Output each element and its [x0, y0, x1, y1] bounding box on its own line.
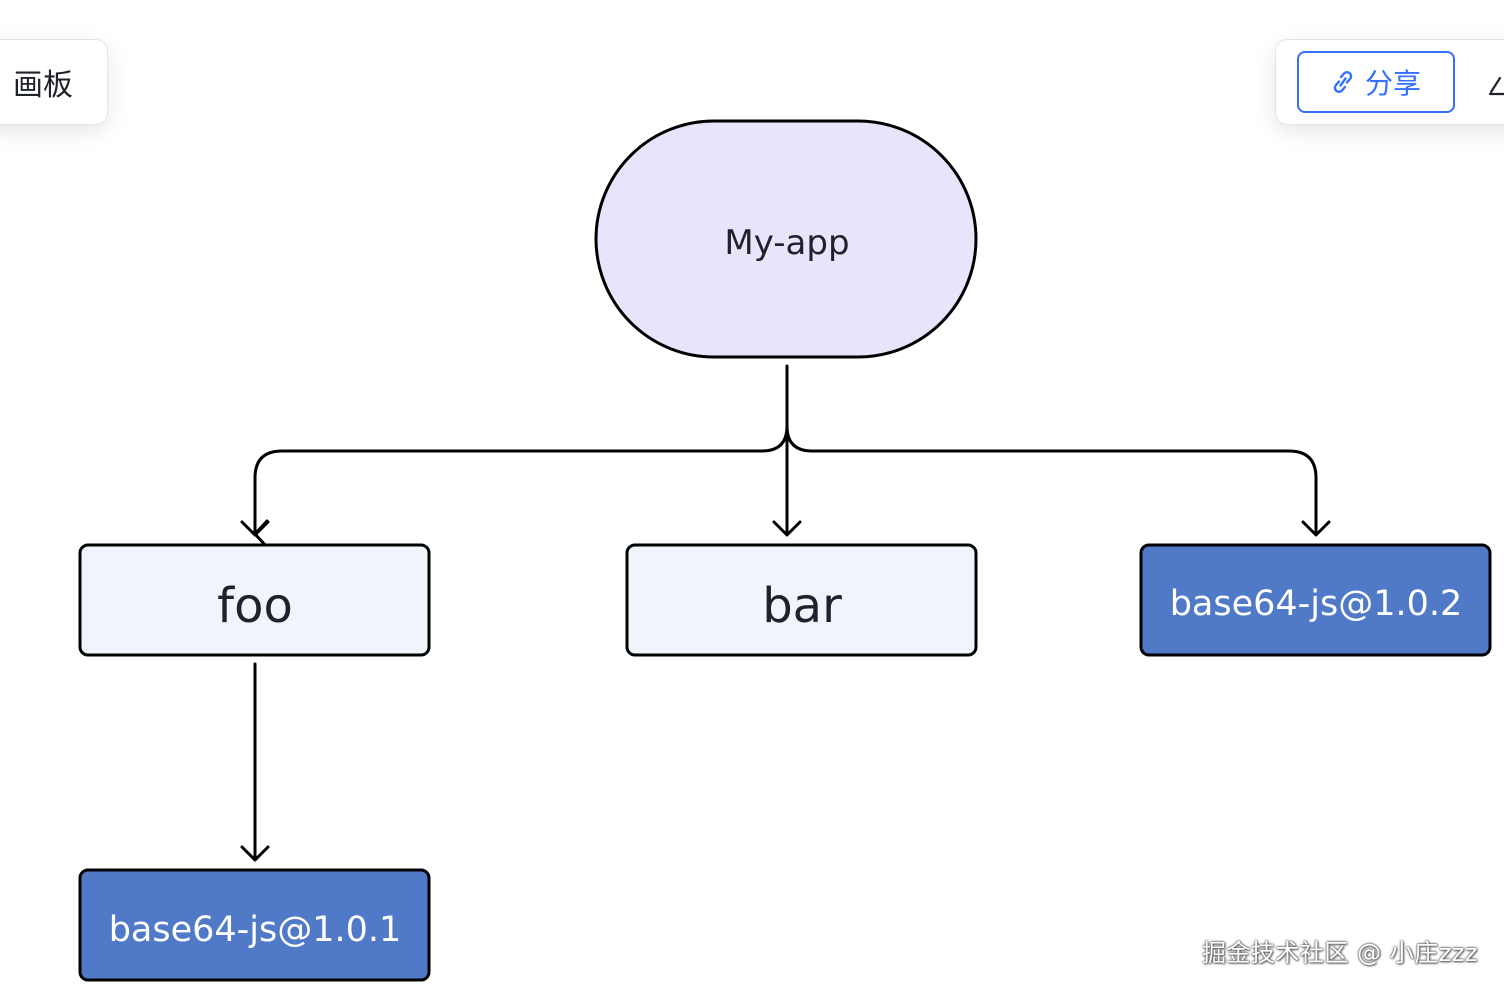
node-base64-js-101[interactable]: base64-js@1.0.1 [78, 868, 431, 982]
connector-lines [240, 364, 1331, 862]
board-title: 画板 [13, 68, 73, 103]
share-button[interactable]: 分享 [1297, 51, 1455, 113]
board-title-panel: 画板 [0, 39, 108, 125]
edge-root-foo [253, 424, 789, 549]
node-root-label: My-app [724, 223, 849, 263]
node-base64-js-102-label: base64-js@1.0.2 [1170, 584, 1463, 624]
node-root[interactable]: My-app [594, 119, 978, 359]
share-label: 分享 [1364, 67, 1421, 100]
node-bar[interactable]: bar [625, 543, 978, 657]
edge-root-base64-102 [785, 424, 1318, 536]
node-base64-js-101-label: base64-js@1.0.1 [109, 910, 402, 950]
link-icon [1333, 70, 1353, 94]
node-foo-label: foo [217, 578, 293, 634]
toolbar-panel: 分享 [1275, 39, 1504, 125]
node-bar-label: bar [762, 578, 842, 634]
watermark: 掘金技术社区 @ 小庄zzz [1201, 939, 1478, 967]
node-foo[interactable]: foo [78, 543, 431, 657]
edit-icon[interactable] [1488, 70, 1504, 96]
node-base64-js-102[interactable]: base64-js@1.0.2 [1139, 543, 1492, 657]
